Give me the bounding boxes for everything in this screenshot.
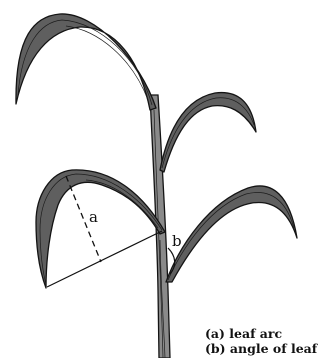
leaf-top-left: [16, 14, 156, 110]
legend-leaf-arc: (a) leaf arc: [205, 326, 282, 341]
arc-marker-label: a: [89, 208, 98, 226]
legend-angle-of-leaf: (b) angle of leaf: [205, 341, 319, 356]
leaf-arc-chord: [47, 231, 162, 287]
angle-marker-label: b: [172, 232, 182, 250]
leaf-lower-right: [166, 186, 297, 282]
leaf-lower-left: [36, 170, 165, 288]
leaf-upper-right: [160, 93, 256, 172]
